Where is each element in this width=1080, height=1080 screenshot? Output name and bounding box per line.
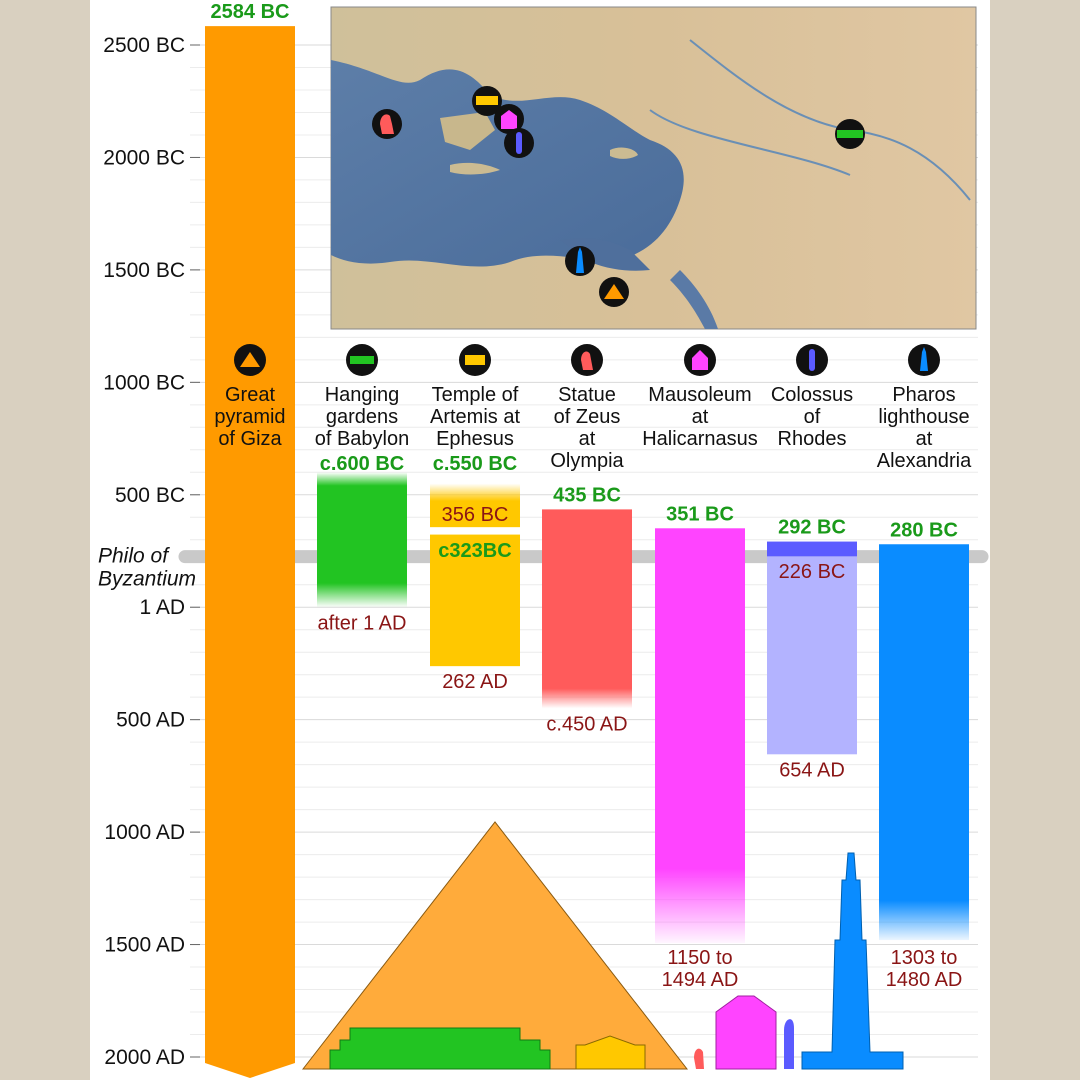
end-label: after 1 AD	[318, 612, 407, 634]
bar-colossus-ruins	[767, 556, 857, 755]
map-marker-gardens	[835, 119, 865, 149]
zeus-statue-icon-glyph	[581, 351, 593, 370]
gap-end-label: c323BC	[438, 540, 511, 562]
wonder-name-line: lighthouse	[878, 406, 969, 428]
wonder-name-line: at	[692, 406, 709, 428]
map-marker-lighthouse	[565, 246, 595, 276]
y-tick-label: 1500 AD	[104, 934, 185, 957]
map-marker-pyramid	[599, 277, 629, 307]
wonder-name-line: Statue	[558, 384, 616, 406]
wonder-name-line: Olympia	[550, 450, 624, 472]
wonder-name-line: Temple of	[432, 384, 519, 406]
start-label: 2584 BC	[211, 1, 290, 23]
collapse-label: 226 BC	[779, 561, 846, 583]
wonder-name-line: Halicarnasus	[642, 428, 758, 450]
wonder-name-line: of Zeus	[554, 406, 621, 428]
y-tick-label: 1000 AD	[104, 821, 185, 844]
gardens-icon-glyph	[350, 356, 374, 364]
y-tick-label: 2500 BC	[103, 34, 185, 57]
y-tick-label: 2000 AD	[104, 1046, 185, 1069]
philo-label-line1: Philo of	[98, 545, 170, 568]
end-label-line: 1494 AD	[662, 969, 739, 991]
y-tick-label: 1 AD	[139, 596, 185, 619]
y-tick-label: 2000 BC	[103, 146, 185, 169]
wonder-name-line: of	[804, 406, 821, 428]
bar-gardens	[317, 472, 407, 608]
silhouettes	[301, 821, 904, 1070]
wonder-name-line: pyramid	[214, 406, 285, 428]
start-label: 280 BC	[890, 519, 958, 541]
bar-pyramid	[205, 26, 295, 1078]
bar-temple-second	[430, 534, 520, 667]
end-label-line: 1150 to	[667, 947, 732, 969]
start-label: 292 BC	[778, 517, 846, 539]
temple-icon-glyph	[465, 355, 485, 365]
value-labels: 2584 BC c.600 BC after 1 AD c.550 BC 356 BC c…	[211, 1, 963, 991]
end-label-line: 1480 AD	[886, 969, 963, 991]
wonder-bars	[205, 26, 969, 1078]
wonder-name-line: at	[916, 428, 933, 450]
start-label: 351 BC	[666, 503, 734, 525]
wonder-name-line: Great	[225, 384, 275, 406]
wonder-name-line: Rhodes	[778, 428, 847, 450]
wonder-name-line: Mausoleum	[648, 384, 751, 406]
wonder-name-line: Artemis at	[430, 406, 520, 428]
end-label-line: 1303 to	[891, 947, 958, 969]
pyramid-icon-glyph	[240, 352, 260, 367]
end-label: c.450 AD	[546, 713, 627, 735]
mausoleum-icon-glyph	[692, 350, 708, 370]
mediterranean-map	[330, 6, 977, 330]
wonder-name-line: gardens	[326, 406, 398, 428]
gap-start-label: 356 BC	[442, 504, 509, 526]
bar-zeus-statue	[542, 509, 632, 709]
end-label: 654 AD	[779, 759, 845, 781]
wonder-name-line: Colossus	[771, 384, 853, 406]
y-tick-label: 500 BC	[115, 484, 185, 507]
start-label: c.600 BC	[320, 453, 405, 475]
map-marker-colossus	[504, 128, 534, 158]
map-marker-zeus	[372, 109, 402, 139]
wonder-name-line: of Babylon	[315, 428, 410, 450]
bar-temple-first	[430, 483, 520, 528]
bar-lighthouse	[879, 544, 969, 941]
y-tick-label: 500 AD	[116, 709, 185, 732]
start-label: c.550 BC	[433, 453, 518, 475]
map-marker-artemis	[472, 86, 502, 116]
wonder-name-line: Hanging	[325, 384, 400, 406]
bar-colossus-standing	[767, 541, 857, 557]
map-marker-mausoleum	[494, 104, 524, 134]
bar-mausoleum	[655, 528, 745, 944]
wonders-timeline-chart: 2500 BC 2000 BC 1500 BC 1000 BC 500 BC 1 AD 50…	[90, 0, 990, 1080]
wonder-name-line: at	[579, 428, 596, 450]
y-tick-label: 1500 BC	[103, 259, 185, 282]
wonder-name-line: Alexandria	[877, 450, 972, 472]
y-axis-ticks: 2500 BC 2000 BC 1500 BC 1000 BC 500 BC 1 AD 50…	[98, 34, 200, 1069]
start-label: 435 BC	[553, 484, 621, 506]
philo-label-line2: Byzantium	[98, 568, 196, 591]
y-tick-label: 1000 BC	[103, 371, 185, 394]
lighthouse-icon-glyph	[920, 347, 928, 371]
wonder-name-line: Ephesus	[436, 428, 514, 450]
wonder-name-line: of Giza	[218, 428, 282, 450]
wonder-name-line: Pharos	[892, 384, 955, 406]
colossus-icon-glyph	[809, 349, 815, 371]
end-label: 262 AD	[442, 671, 508, 693]
